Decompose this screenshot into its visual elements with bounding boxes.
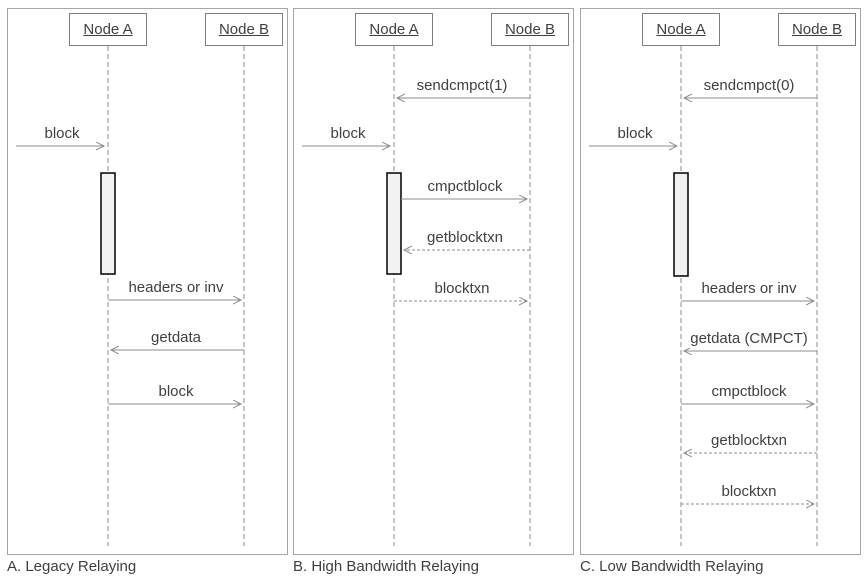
sequence-canvas-low-bandwidth — [589, 46, 818, 546]
caption-low-bandwidth-relaying: C. Low Bandwidth Relaying — [580, 558, 764, 575]
activation-bar-node-a — [386, 172, 402, 275]
message-label-headers-or-inv: headers or inv — [699, 279, 799, 298]
message-label-sendcmpct-1: sendcmpct(1) — [414, 76, 510, 95]
message-label-block-external: block — [615, 124, 655, 143]
node-a-label: Node A — [656, 21, 706, 38]
caption-high-bandwidth-relaying: B. High Bandwidth Relaying — [293, 558, 479, 575]
sequence-canvas-legacy — [16, 46, 245, 546]
node-b-box: Node B — [205, 13, 283, 46]
message-label-headers-or-inv: headers or inv — [126, 278, 226, 297]
node-a-label: Node A — [83, 21, 133, 38]
activation-bar-node-a — [673, 172, 689, 277]
message-label-blocktxn: blocktxn — [432, 279, 492, 298]
message-label-getblocktxn: getblocktxn — [425, 228, 505, 247]
node-a-label: Node A — [369, 21, 419, 38]
node-a-box: Node A — [69, 13, 147, 46]
message-label-blocktxn: blocktxn — [719, 482, 779, 501]
caption-legacy-relaying: A. Legacy Relaying — [7, 558, 137, 575]
message-label-block-external: block — [328, 124, 368, 143]
panel-high-bandwidth-relaying: Node A Node B sendcmpct(1) block cmpctbl… — [293, 8, 574, 555]
node-b-box: Node B — [491, 13, 569, 46]
message-label-sendcmpct-0: sendcmpct(0) — [701, 76, 797, 95]
message-label-block-external: block — [42, 124, 82, 143]
node-a-box: Node A — [355, 13, 433, 46]
node-b-label: Node B — [504, 21, 556, 38]
node-b-box: Node B — [778, 13, 856, 46]
node-b-label: Node B — [218, 21, 270, 38]
panel-low-bandwidth-relaying: Node A Node B sendcmpct(0) block headers… — [580, 8, 861, 555]
message-label-getdata: getdata — [148, 328, 204, 347]
message-label-getdata-cmpct: getdata (CMPCT) — [688, 329, 810, 348]
node-b-label: Node B — [791, 21, 843, 38]
message-label-cmpctblock: cmpctblock — [425, 177, 505, 196]
activation-bar-node-a — [100, 172, 116, 275]
message-label-getblocktxn: getblocktxn — [709, 431, 789, 450]
panel-legacy-relaying: Node A Node B block headers or inv getda… — [7, 8, 288, 555]
sequence-canvas-high-bandwidth — [302, 46, 531, 546]
message-label-cmpctblock: cmpctblock — [709, 382, 789, 401]
node-a-box: Node A — [642, 13, 720, 46]
message-label-block: block — [156, 382, 196, 401]
